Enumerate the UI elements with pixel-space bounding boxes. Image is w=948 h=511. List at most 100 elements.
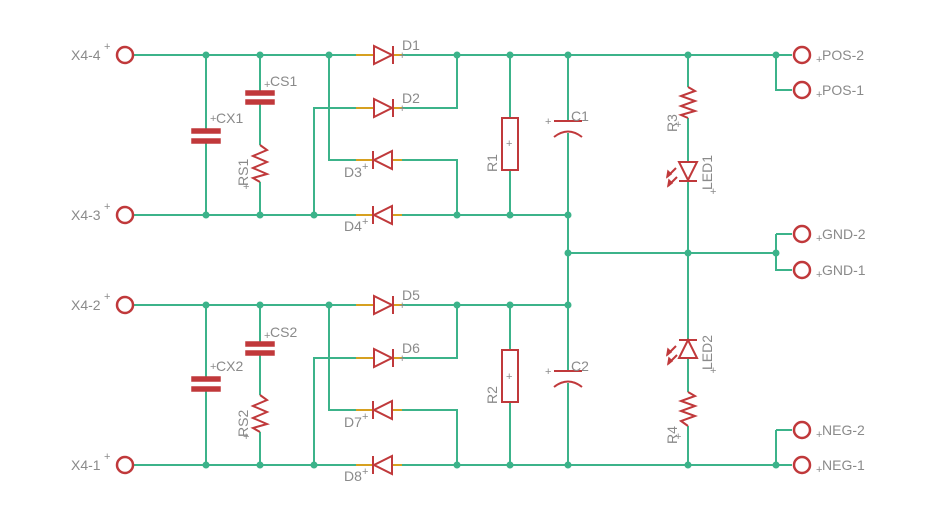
junction (202, 51, 210, 59)
svg-text:+: + (545, 366, 551, 378)
svg-text:+: + (362, 216, 368, 228)
svg-text:+: + (362, 161, 368, 173)
resistor-r1[interactable]: + (501, 117, 519, 171)
junction (684, 51, 692, 59)
terminal-pos-2[interactable] (792, 45, 812, 65)
diode-d5[interactable] (356, 294, 402, 316)
label-neg-2: NEG-2 (822, 422, 865, 438)
junction (325, 51, 333, 59)
label-x4-3: X4-3 (71, 207, 101, 223)
junction (506, 461, 514, 469)
terminal-x4-3[interactable] (115, 205, 135, 225)
junction (453, 301, 461, 309)
label-r2: R2 (484, 386, 500, 404)
terminal-x4-2[interactable] (115, 295, 135, 315)
junction (325, 301, 333, 309)
resistor-r3[interactable] (678, 86, 699, 119)
wire-gnd-terminals (775, 233, 792, 271)
junction (506, 301, 514, 309)
capacitor-cx1[interactable] (191, 128, 221, 144)
junction (453, 461, 461, 469)
label-d8: D8 (344, 468, 362, 484)
junction (453, 51, 461, 59)
junction (564, 211, 572, 219)
svg-text:+: + (104, 291, 110, 303)
junction (256, 211, 264, 219)
terminals (115, 45, 812, 475)
label-x4-2: X4-2 (71, 297, 101, 313)
label-x4-1: X4-1 (71, 457, 101, 473)
label-d2: D2 (402, 90, 420, 106)
svg-text:+: + (210, 113, 216, 125)
svg-text:+: + (264, 330, 270, 342)
wire-pos-terminals (775, 54, 792, 91)
svg-text:+: + (816, 54, 822, 66)
svg-text:+: + (675, 119, 681, 131)
label-pos-1: POS-1 (822, 82, 864, 98)
capacitor-c1[interactable] (553, 120, 583, 138)
terminal-x4-4[interactable] (115, 45, 135, 65)
junction (564, 461, 572, 469)
resistor-rs1[interactable] (250, 144, 270, 183)
svg-text:+: + (816, 89, 822, 101)
diode-d8[interactable] (356, 454, 402, 476)
capacitor-cs1[interactable] (245, 90, 275, 105)
capacitor-c2[interactable] (553, 370, 583, 388)
junction (772, 461, 780, 469)
svg-text:+: + (104, 451, 110, 463)
junctions (202, 51, 780, 469)
svg-text:+: + (104, 41, 110, 53)
svg-text:+: + (243, 431, 249, 443)
junction (772, 249, 780, 257)
led-led1[interactable] (665, 161, 699, 188)
diode-d4[interactable] (356, 204, 402, 226)
label-gnd-1: GND-1 (822, 262, 866, 278)
label-cx2: CX2 (216, 358, 243, 374)
terminal-neg-2[interactable] (792, 420, 812, 440)
terminal-gnd-2[interactable] (792, 224, 812, 244)
wires (134, 54, 792, 466)
capacitor-cs2[interactable] (245, 341, 275, 356)
diode-d6[interactable] (356, 347, 402, 369)
svg-text:+: + (210, 361, 216, 373)
terminal-pos-1[interactable] (792, 80, 812, 100)
terminal-gnd-1[interactable] (792, 260, 812, 280)
diode-d3[interactable] (356, 149, 402, 171)
label-rs1: RS1 (235, 159, 251, 186)
junction (564, 301, 572, 309)
svg-text:+: + (362, 411, 368, 423)
origin-marks: + + + + + + + + + + + + + + + + + + + + … (104, 41, 822, 478)
wire-bridge2-right (393, 304, 776, 466)
svg-text:+: + (545, 116, 551, 128)
svg-text:+: + (399, 300, 405, 312)
junction (684, 249, 692, 257)
label-x4-4: X4-4 (71, 47, 101, 63)
led-led2[interactable] (665, 337, 699, 366)
terminal-neg-1[interactable] (792, 455, 812, 475)
label-cs2: CS2 (270, 324, 297, 340)
diode-d2[interactable] (356, 97, 402, 119)
labels: X4-4 X4-3 X4-2 X4-1 POS-2 POS-1 GND-2 GN… (71, 37, 866, 484)
label-pos-2: POS-2 (822, 47, 864, 63)
diode-d1[interactable] (356, 44, 402, 66)
junction (256, 461, 264, 469)
junction (564, 51, 572, 59)
junction (684, 461, 692, 469)
resistor-r2[interactable]: + (501, 349, 519, 403)
label-r4: R4 (664, 426, 680, 444)
capacitor-cx2[interactable] (191, 376, 221, 392)
svg-text:+: + (710, 186, 716, 198)
label-gnd-2: GND-2 (822, 226, 866, 242)
label-neg-1: NEG-1 (822, 457, 865, 473)
resistor-rs2[interactable] (250, 394, 270, 433)
junction (506, 211, 514, 219)
svg-text:+: + (816, 233, 822, 245)
svg-text:+: + (399, 50, 405, 62)
junction (256, 51, 264, 59)
resistor-r4[interactable] (678, 391, 698, 427)
diode-d7[interactable] (356, 399, 402, 421)
label-c2: C2 (571, 358, 589, 374)
junction (202, 301, 210, 309)
label-led2: LED2 (699, 335, 715, 370)
terminal-x4-1[interactable] (115, 455, 135, 475)
